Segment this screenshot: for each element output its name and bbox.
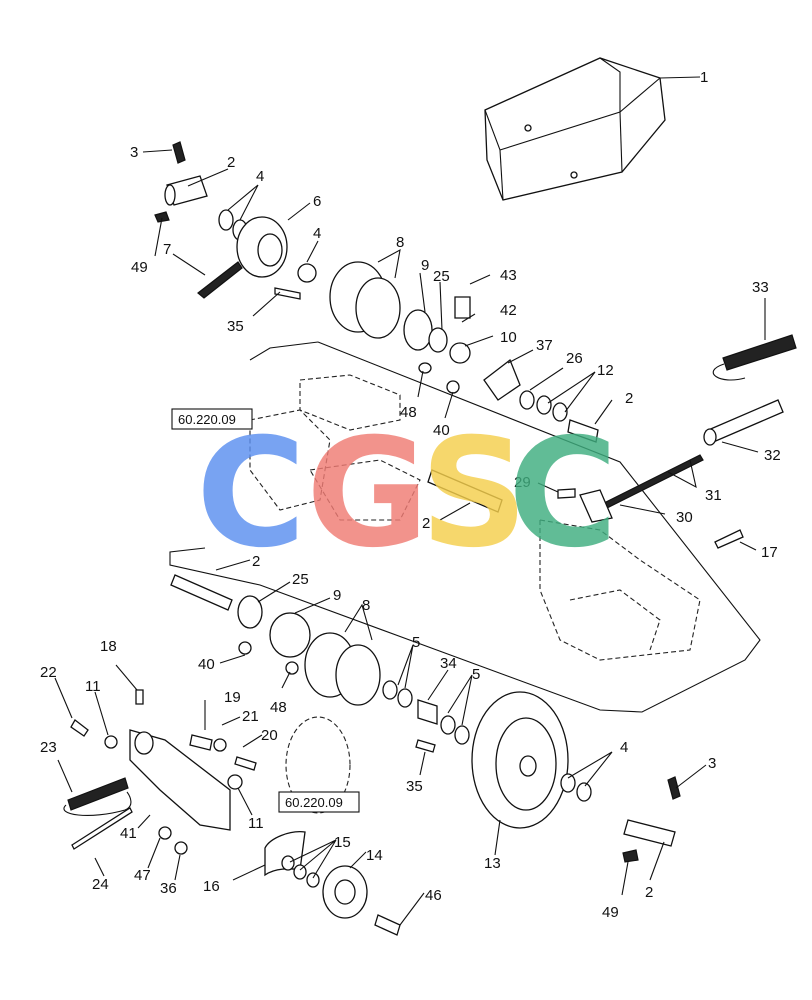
callout-16: 16 xyxy=(203,878,220,895)
callout-37: 37 xyxy=(536,337,553,354)
callout-4: 4 xyxy=(256,168,264,185)
callout-30: 30 xyxy=(676,509,693,526)
callout-23: 23 xyxy=(40,739,57,756)
callout-31: 31 xyxy=(705,487,722,504)
callout-2: 2 xyxy=(227,154,235,171)
callout-43: 43 xyxy=(500,267,517,284)
callout-18: 18 xyxy=(100,638,117,655)
watermark-letter-c2: C xyxy=(508,407,618,581)
callout-14: 14 xyxy=(366,847,383,864)
callout-41: 41 xyxy=(120,825,137,842)
callout-24: 24 xyxy=(92,876,109,893)
callout-42: 42 xyxy=(500,302,517,319)
callout-35: 35 xyxy=(406,778,423,795)
callout-36: 36 xyxy=(160,880,177,897)
callout-19: 19 xyxy=(224,689,241,706)
leader-lines xyxy=(54,76,766,926)
reference-label: 60.220.09 xyxy=(178,412,236,427)
callout-4: 4 xyxy=(313,225,321,242)
callout-11: 11 xyxy=(85,678,101,695)
callout-12: 12 xyxy=(597,362,614,379)
callout-8: 8 xyxy=(362,597,370,614)
callout-48: 48 xyxy=(400,404,417,421)
callout-6: 6 xyxy=(313,193,321,210)
watermark-letter-g: G xyxy=(306,407,429,581)
callout-5: 5 xyxy=(472,666,480,683)
callout-13: 13 xyxy=(484,855,501,872)
callout-2: 2 xyxy=(625,390,633,407)
callout-32: 32 xyxy=(764,447,781,464)
callout-34: 34 xyxy=(440,655,457,672)
shield-part xyxy=(484,57,666,201)
callout-15: 15 xyxy=(334,834,351,851)
callout-25: 25 xyxy=(433,268,450,285)
callout-5: 5 xyxy=(412,634,420,651)
idler-arm-parts xyxy=(63,689,401,936)
callout-40: 40 xyxy=(198,656,215,673)
watermark-letter-c1: C xyxy=(196,407,306,581)
callout-1: 1 xyxy=(700,69,708,86)
reference-box-upper: 60.220.09 xyxy=(171,408,253,430)
callout-35: 35 xyxy=(227,318,244,335)
callout-10: 10 xyxy=(500,329,517,346)
callout-3: 3 xyxy=(708,755,716,772)
callout-47: 47 xyxy=(134,867,151,884)
callout-2: 2 xyxy=(252,553,260,570)
reference-box-lower: 60.220.09 xyxy=(278,791,360,813)
upper-drive-parts xyxy=(154,141,599,443)
callout-25: 25 xyxy=(292,571,309,588)
tension-assembly xyxy=(427,334,797,549)
support-outline xyxy=(169,341,761,713)
callout-49: 49 xyxy=(131,259,148,276)
callout-22: 22 xyxy=(40,664,57,681)
callout-48: 48 xyxy=(270,699,287,716)
callout-26: 26 xyxy=(566,350,583,367)
callout-3: 3 xyxy=(130,144,138,161)
callout-9: 9 xyxy=(421,257,429,274)
callout-17: 17 xyxy=(761,544,778,561)
callout-29: 29 xyxy=(514,474,531,491)
callout-2: 2 xyxy=(645,884,653,901)
callout-20: 20 xyxy=(261,727,278,744)
callout-7: 7 xyxy=(163,241,171,258)
callout-9: 9 xyxy=(333,587,341,604)
callout-4: 4 xyxy=(620,739,628,756)
callout-49: 49 xyxy=(602,904,619,921)
callout-labels: 1 3 2 4 6 4 49 7 8 9 25 43 42 10 35 33 3… xyxy=(40,69,781,921)
callout-40: 40 xyxy=(433,422,450,439)
watermark-letter-s: S xyxy=(420,407,528,581)
watermark: C G S C xyxy=(196,407,618,581)
callout-2: 2 xyxy=(422,515,430,532)
callout-11: 11 xyxy=(248,815,264,832)
reference-label: 60.220.09 xyxy=(285,795,343,810)
callout-46: 46 xyxy=(425,887,442,904)
callout-33: 33 xyxy=(752,279,769,296)
lower-idler-parts xyxy=(170,574,681,863)
callout-8: 8 xyxy=(396,234,404,251)
callout-21: 21 xyxy=(242,708,259,725)
